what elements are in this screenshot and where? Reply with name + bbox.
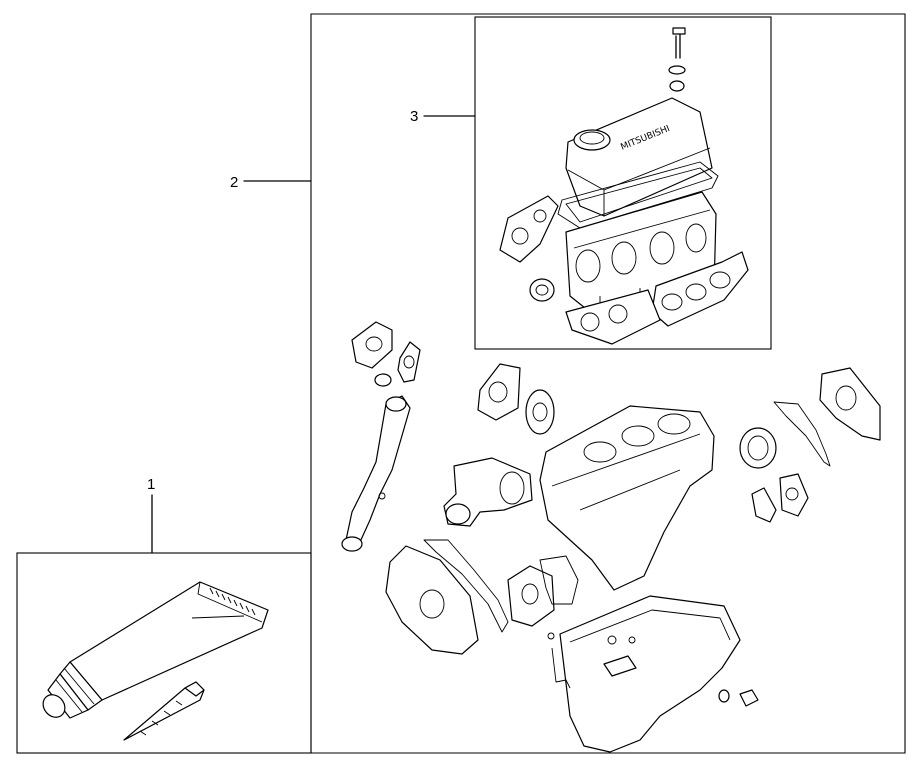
nozzle [123,681,205,741]
crankshaft-rear-seal [739,427,777,469]
head-gasket [565,289,661,345]
cover-plates [751,473,809,523]
thermostat-gasket [374,341,421,387]
timing-cover [385,545,479,655]
callout-number-3: 3 [410,108,419,125]
kit-frame-3 [474,16,772,350]
valve-cover: MITSUBISHI [565,97,713,217]
oil-pan [559,595,741,753]
timing-cover-gasket [423,539,509,633]
callout-number-1: 1 [147,476,156,493]
thermostat-housing [351,321,393,369]
water-pump-housing [477,363,521,421]
water-pipe [341,395,411,552]
valve-cover-gasket [557,161,719,229]
water-pump [443,457,533,527]
oil-pump-case [507,565,555,627]
valve-cover-bolt [668,27,686,92]
water-pump-gasket-plate [525,389,555,435]
camshaft-oil-seal [529,278,555,302]
callout-number-2: 2 [230,174,239,191]
rear-case-gasket [773,401,831,467]
exhaust-manifold-gasket [499,195,559,263]
engine-block [539,405,715,591]
rear-oil-seal-case [819,367,881,441]
kit-frame-1 [16,552,312,754]
oil-pan-drain-plug [718,689,759,707]
sealant-tube [42,581,269,719]
oil-dipstick-tube [547,632,571,689]
oil-pump-gasket [539,555,579,605]
